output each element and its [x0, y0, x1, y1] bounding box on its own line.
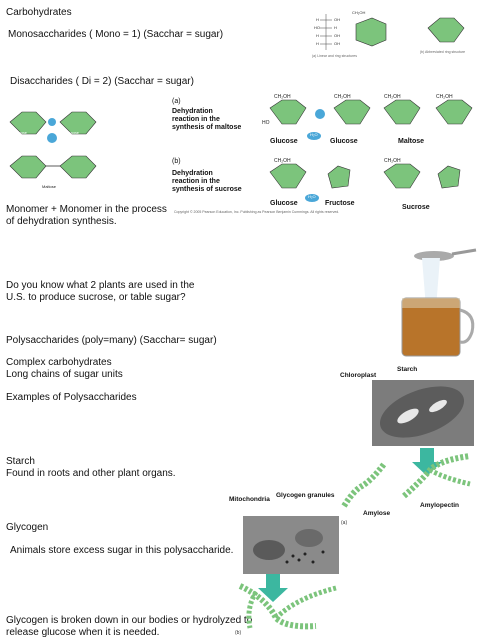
panel-a-label: (a): [172, 98, 181, 105]
amylose-label: Amylose: [363, 510, 391, 517]
question-line2: U.S. to produce sucrose, or table sugar?: [6, 292, 186, 303]
glycogen-granules-label: Glycogen granules: [276, 492, 335, 499]
panel-b-label: (b): [172, 158, 181, 165]
svg-text:CH₂OH: CH₂OH: [384, 158, 401, 164]
svg-text:CH₂OH: CH₂OH: [274, 94, 291, 100]
starch-label: Starch: [397, 366, 418, 373]
panel-b2-label: (b): [235, 630, 242, 636]
disaccharides-heading: Disaccharides ( Di = 2) (Sacchar = sugar…: [10, 76, 194, 87]
hydrolysis-line1: Glycogen is broken down in our bodies or…: [6, 615, 253, 626]
svg-text:CH₂OH: CH₂OH: [384, 94, 401, 100]
linear-ring-caption: (a) Linear and ring structures: [312, 54, 357, 58]
water-maltose: H₂O: [310, 132, 318, 137]
sucrose-label: Sucrose: [402, 204, 430, 211]
panel-a2-label: (a): [341, 520, 348, 526]
small-glucose-label-2: Glucose: [66, 131, 79, 135]
svg-text:CH₂OH: CH₂OH: [352, 10, 365, 15]
small-glucose-label-1: Glucose: [14, 131, 27, 135]
question-line1: Do you know what 2 plants are used in th…: [6, 280, 195, 291]
svg-text:H: H: [316, 41, 319, 46]
small-maltose-label: Maltose: [42, 184, 57, 189]
teal-arrow-glycogen: [258, 574, 288, 602]
svg-text:OH: OH: [334, 17, 340, 22]
svg-text:HO: HO: [314, 25, 320, 30]
amylose-chain: [340, 460, 390, 512]
examples-heading: Examples of Polysaccharides: [6, 392, 137, 403]
disaccharide-small-diagram: Glucose Glucose Maltose: [4, 104, 100, 194]
dehydration-note-line1: Monomer + Monomer in the process: [6, 204, 167, 215]
glycogen-heading: Glycogen: [6, 522, 49, 533]
svg-text:OH: OH: [334, 33, 340, 38]
maltose-title-line1: Dehydration: [172, 108, 213, 115]
sugar-tea-photo: [384, 248, 478, 360]
svg-text:OH: OH: [334, 41, 340, 46]
mitochondria-label: Mitochondria: [229, 496, 270, 503]
complex-carbs-line2: Long chains of sugar units: [6, 369, 123, 380]
dehydration-note-line2: of dehydration synthesis.: [6, 216, 117, 227]
abbreviated-ring-caption: (b) Abbreviated ring structure: [420, 50, 466, 54]
svg-text:HO: HO: [262, 120, 270, 126]
maltose-title-line3: synthesis of maltose: [172, 124, 242, 131]
glucose-label-2: Glucose: [330, 138, 358, 145]
svg-text:H: H: [316, 17, 319, 22]
sugar-disaccharide-small-diagram: [4, 152, 100, 192]
starch-heading: Starch: [6, 456, 35, 467]
copyright-caption: Copyright © 2005 Pearson Education, Inc.…: [174, 210, 340, 214]
glucose-label-3: Glucose: [270, 200, 298, 207]
water-sucrose: H₂O: [308, 194, 316, 199]
sucrose-title-line3: synthesis of sucrose: [172, 186, 242, 193]
glycogen-micrograph: [243, 516, 339, 574]
amylopectin-chain: [400, 452, 476, 502]
svg-text:CH₂OH: CH₂OH: [274, 158, 291, 164]
chloroplast-label: Chloroplast: [340, 372, 377, 379]
maltose-title-line2: reaction in the: [172, 116, 220, 123]
glucose-label-1: Glucose: [270, 138, 298, 145]
dehydration-synthesis-figure: (a) Dehydration reaction in the synthesi…: [170, 94, 476, 220]
svg-text:CH₂OH: CH₂OH: [436, 94, 453, 100]
monosaccharides-heading: Monosaccharides ( Mono = 1) (Sacchar = s…: [8, 29, 224, 40]
polysaccharides-heading: Polysaccharides (poly=many) (Sacchar= su…: [6, 335, 217, 346]
svg-text:H: H: [316, 33, 319, 38]
svg-text:H: H: [334, 25, 337, 30]
maltose-label: Maltose: [398, 138, 425, 145]
glycogen-description: Animals store excess sugar in this polys…: [10, 545, 234, 556]
amylopectin-label: Amylopectin: [420, 502, 460, 509]
glycogen-chain: [236, 578, 346, 632]
page-title: Carbohydrates: [6, 7, 72, 18]
sucrose-title-line2: reaction in the: [172, 178, 220, 185]
hydrolysis-line2: release glucose when it is needed.: [6, 627, 160, 638]
fructose-label: Fructose: [325, 200, 355, 207]
svg-text:CH₂OH: CH₂OH: [334, 94, 351, 100]
starch-description: Found in roots and other plant organs.: [6, 468, 176, 479]
sucrose-title-line1: Dehydration: [172, 170, 213, 177]
complex-carbs-line1: Complex carbohydrates: [6, 357, 112, 368]
chloroplast-micrograph: [372, 380, 474, 446]
